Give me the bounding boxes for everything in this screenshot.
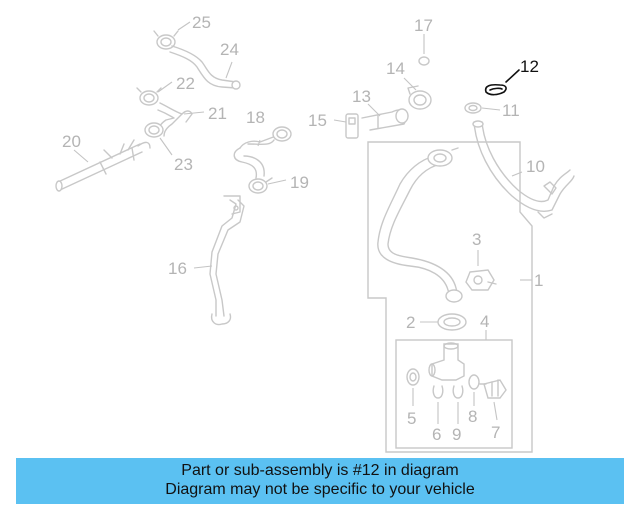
callout-7[interactable]: 7 (491, 423, 500, 442)
part-2-clamp (437, 313, 467, 331)
callout-11[interactable]: 11 (502, 101, 520, 120)
callout-2[interactable]: 2 (406, 313, 415, 332)
callout-23[interactable]: 23 (174, 155, 193, 174)
callout-20[interactable]: 20 (62, 132, 81, 151)
info-banner: Part or sub-assembly is #12 in diagram D… (16, 458, 624, 504)
part-23-clamp (144, 122, 164, 138)
leader-12 (505, 69, 520, 83)
part-13-pipe (361, 108, 409, 131)
part-6-clip (432, 385, 444, 399)
callout-10[interactable]: 10 (526, 157, 545, 176)
callout-17[interactable]: 17 (414, 16, 433, 35)
part-5-oring (406, 368, 420, 386)
part-19-clamp (248, 177, 273, 194)
part-10-pipe (472, 120, 575, 219)
part-12-highlighted[interactable] (484, 83, 507, 96)
callout-8[interactable]: 8 (468, 407, 477, 426)
callout-1[interactable]: 1 (534, 271, 543, 290)
callout-18[interactable]: 18 (246, 108, 265, 127)
callout-3[interactable]: 3 (472, 230, 481, 249)
callout-22[interactable]: 22 (176, 74, 195, 93)
callout-16[interactable]: 16 (168, 259, 187, 278)
part-15-clip (345, 113, 359, 139)
banner-line-2: Diagram may not be specific to your vehi… (165, 481, 475, 498)
part-14-cap (407, 85, 432, 110)
part-16-pipe (209, 195, 245, 326)
callout-6[interactable]: 6 (432, 425, 441, 444)
callout-25[interactable]: 25 (192, 13, 211, 32)
callout-14[interactable]: 14 (386, 59, 405, 78)
part-3-connector (465, 269, 497, 291)
part-7-sensor (479, 379, 507, 399)
part-11-oring (464, 102, 482, 114)
callout-12[interactable]: 12 (520, 57, 539, 76)
leader-lines (73, 21, 532, 424)
callout-24[interactable]: 24 (220, 40, 239, 59)
callout-19[interactable]: 19 (290, 173, 309, 192)
callout-13[interactable]: 13 (352, 87, 371, 106)
part-1-assembly-frame (367, 141, 533, 453)
part-9-clip (452, 385, 464, 399)
callout-5[interactable]: 5 (407, 409, 416, 428)
parts-diagram: 25 24 22 21 23 20 18 19 16 17 14 13 15 1… (55, 13, 575, 453)
part-4-tee-connector (428, 342, 465, 381)
callout-9[interactable]: 9 (452, 425, 461, 444)
callout-4[interactable]: 4 (480, 312, 489, 331)
part-24-hose (169, 45, 241, 90)
part-25-clamp (153, 30, 179, 50)
part-18-hose (233, 126, 292, 179)
part-20-pipe (55, 139, 151, 192)
callout-15[interactable]: 15 (308, 111, 327, 130)
part-8-oring (468, 374, 480, 390)
callout-21[interactable]: 21 (208, 104, 227, 123)
part-22-clamp (136, 87, 162, 106)
part-1-main-hose (377, 147, 463, 303)
part-17-oring (418, 56, 430, 66)
banner-line-1: Part or sub-assembly is #12 in diagram (181, 462, 459, 479)
part-4-subassembly-box (395, 339, 513, 449)
